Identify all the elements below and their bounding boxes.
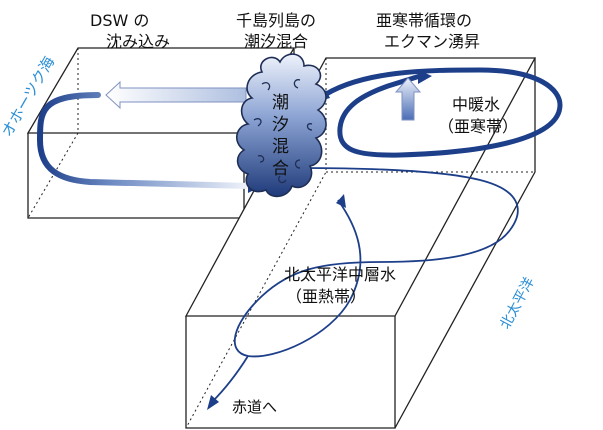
npiw-label-line2: （亜熱帯） (286, 287, 366, 306)
tidal-char-2: 汐 (272, 115, 289, 135)
tidal-char-4: 合 (272, 159, 289, 179)
tidal-char-1: 潮 (272, 93, 289, 113)
npiw-label-line1: 北太平洋中層水 (284, 265, 396, 284)
kuril-label-line2: 潮汐混合 (244, 32, 308, 51)
ekman-upwelling-arrow (394, 77, 422, 121)
tidal-char-3: 混 (272, 137, 289, 157)
ekman-label-line1: 亜寒帯循環の (376, 11, 472, 30)
npiw-flow-path (207, 167, 519, 410)
to-equator-label: 赤道へ (232, 398, 277, 416)
north-pacific-label: 北太平洋 (497, 275, 537, 332)
mid-warm-water-line2: （亜寒帯） (438, 117, 518, 136)
north-pacific-box (184, 57, 537, 429)
mid-warm-water-line1: 中暖水 (452, 95, 500, 114)
ekman-label-line2: エクマン湧昇 (384, 32, 480, 51)
dsw-return-arrow (105, 80, 247, 110)
tidal-mixing-cloud (236, 53, 327, 198)
dsw-label-line1: DSW の (90, 11, 149, 30)
dsw-label-line2: 沈み込み (106, 32, 170, 51)
kuril-label-line1: 千島列島の (236, 11, 316, 30)
